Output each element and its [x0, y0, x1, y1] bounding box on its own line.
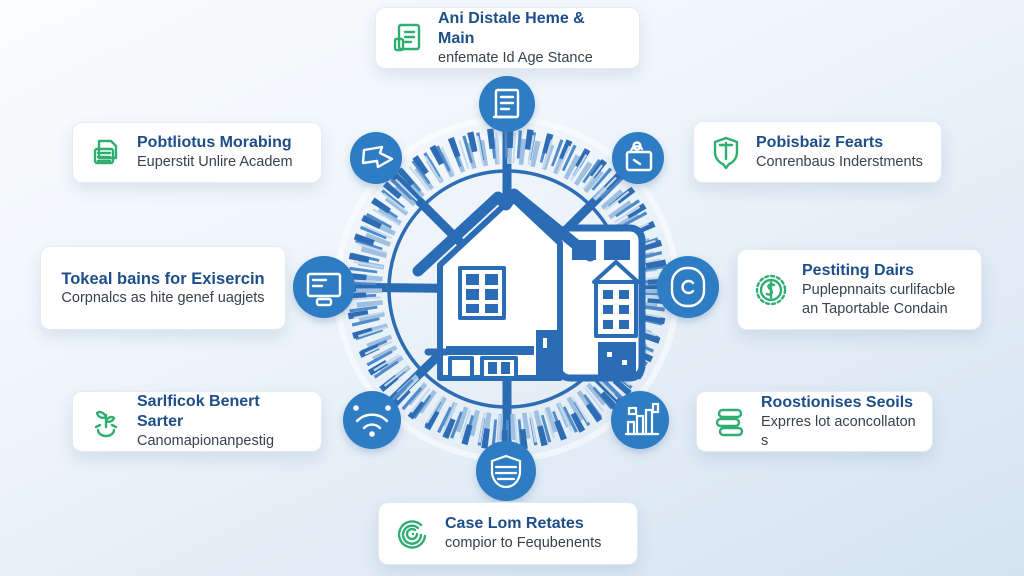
card-subtitle: Conrenbaus Inderstments: [756, 153, 923, 170]
house-illustration: [412, 188, 646, 382]
shield-ribbon-icon: [708, 133, 744, 171]
card-upper-left: Pobtliotus Morabing Euperstit Unlire Aca…: [72, 122, 322, 183]
hub-node-document-icon: [479, 76, 535, 132]
card-subtitle: Corpnalcs as hite genef uagjets: [61, 290, 265, 307]
card-title: Ani Distale Heme & Main: [438, 9, 585, 47]
card-title: Sarlficok Benert Sarter: [137, 393, 260, 431]
card-bottom-center: Case Lom Retates compior to Fequbenents: [378, 502, 638, 565]
card-lower-right: Roostionises Seoils Exprres lot aconcoll…: [696, 391, 933, 452]
hub-node-coin-icon: [657, 256, 719, 318]
hub-node-monitor-icon: [293, 256, 355, 318]
card-title: Tokeal bains for Exisercin: [61, 269, 265, 288]
hub-node-bar-chart-icon: [611, 391, 669, 449]
sprout-icon: [87, 403, 125, 441]
hub-node-wifi-icon: [343, 391, 401, 449]
card-middle-right: Pestiting Dairs Puplepnnaits curlifacble…: [737, 249, 982, 330]
checklist-document-icon: [390, 20, 426, 56]
card-title: Case Lom Retates: [445, 515, 584, 533]
card-title: Pobisbaiz Fearts: [756, 133, 884, 151]
card-title: Roostionises Seoils: [761, 394, 914, 412]
hub-node-shield-icon: [476, 441, 536, 501]
card-subtitle: Exprres lot aconcollaton s: [761, 414, 916, 449]
card-upper-right: Pobisbaiz Fearts Conrenbaus Inderstments: [693, 121, 942, 183]
hub-node-lock-bag-icon: [612, 132, 664, 184]
card-lower-left: Sarlficok Benert Sarter Canomapionanpest…: [72, 391, 322, 452]
spiral-icon: [393, 514, 433, 554]
card-subtitle: Euperstit Unlire Academ: [137, 154, 293, 171]
hub-node-arrow-icon: [350, 132, 402, 184]
dollar-badge-icon: [752, 271, 790, 309]
card-subtitle: Puplepnnaits curlifacble an Taportable C…: [802, 282, 956, 317]
card-subtitle: compior to Fequbenents: [445, 535, 602, 552]
card-middle-left: Tokeal bains for Exisercin Corpnalcs as …: [40, 246, 286, 330]
card-subtitle: enfemate Id Age Stance: [438, 49, 593, 66]
stacked-books-icon: [711, 403, 749, 441]
card-title: Pobtliotus Morabing: [137, 134, 292, 152]
card-top-center: Ani Distale Heme & Main enfemate Id Age …: [375, 7, 640, 69]
documents-icon: [87, 134, 125, 172]
card-title: Pestiting Dairs: [802, 262, 915, 280]
card-subtitle: Canomapionanpestig: [137, 433, 275, 450]
